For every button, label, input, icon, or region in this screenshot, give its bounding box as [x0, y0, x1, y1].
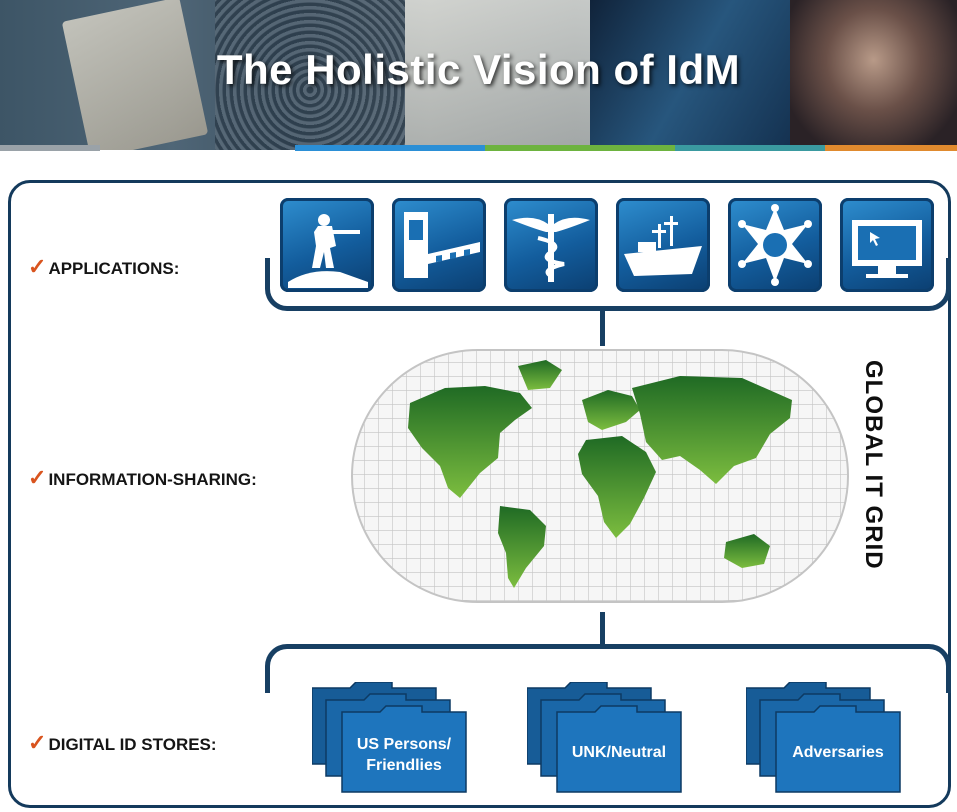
- global-it-grid-text: GLOBAL IT GRID: [860, 360, 887, 570]
- folder-stack-adversaries: Adversaries: [746, 682, 914, 794]
- ship-icon: [616, 198, 710, 292]
- dna-photo: [590, 0, 790, 150]
- folder-label: UNK/Neutral: [557, 742, 681, 763]
- south-america: [498, 506, 546, 588]
- folder-label-line1: US Persons/: [356, 736, 452, 753]
- world-map-grid: [351, 349, 849, 603]
- digital-id-stores-label: ✓DIGITAL ID STORES:: [28, 730, 217, 756]
- africa: [578, 436, 656, 538]
- checkmark-icon: ✓: [28, 254, 47, 279]
- connector-line: [600, 612, 605, 648]
- banner-stripe-blue: [295, 145, 485, 151]
- banner-stripe-orange: [825, 145, 957, 151]
- document-photo: [405, 0, 590, 150]
- checkpoint-gate-icon: [392, 198, 486, 292]
- checkmark-icon: ✓: [28, 465, 47, 490]
- banner-stripe-gray: [0, 145, 100, 151]
- sheriff-star-icon: [728, 198, 822, 292]
- computer-monitor-icon: [840, 198, 934, 292]
- asia: [632, 376, 792, 484]
- folder-label: US Persons/ Friendlies: [342, 734, 466, 776]
- banner-stripe-teal: [675, 145, 825, 151]
- soldier-icon: [280, 198, 374, 292]
- information-sharing-label-text: INFORMATION-SHARING:: [48, 470, 257, 489]
- connector-line: [600, 310, 605, 346]
- applications-bracket: [265, 258, 951, 311]
- folder-stack-unk-neutral: UNK/Neutral: [527, 682, 695, 794]
- north-america: [408, 386, 532, 498]
- checkmark-icon: ✓: [28, 730, 47, 755]
- caduceus-icon: [504, 198, 598, 292]
- header-banner: The Holistic Vision of IdM: [0, 0, 957, 150]
- page-title: The Holistic Vision of IdM: [216, 46, 741, 93]
- applications-label-text: APPLICATIONS:: [48, 259, 180, 278]
- stores-bracket: [265, 644, 951, 693]
- folder-stack-us-persons: US Persons/ Friendlies: [312, 682, 480, 794]
- folder-label: Adversaries: [776, 742, 900, 763]
- fingerprint-photo: [215, 0, 405, 150]
- folder-label-line1: UNK/Neutral: [571, 744, 667, 761]
- applications-label: ✓APPLICATIONS:: [28, 254, 179, 280]
- europe: [582, 390, 640, 430]
- australia: [724, 534, 770, 568]
- digital-id-stores-label-text: DIGITAL ID STORES:: [48, 735, 217, 754]
- banner-stripe-green: [485, 145, 675, 151]
- folder-label-line2: Friendlies: [366, 757, 442, 774]
- folder-label-line1: Adversaries: [792, 744, 884, 761]
- face-photo: [790, 0, 957, 150]
- global-it-grid-label: GLOBAL IT GRID: [860, 360, 887, 570]
- information-sharing-label: ✓INFORMATION-SHARING:: [28, 465, 257, 491]
- greenland: [518, 360, 562, 390]
